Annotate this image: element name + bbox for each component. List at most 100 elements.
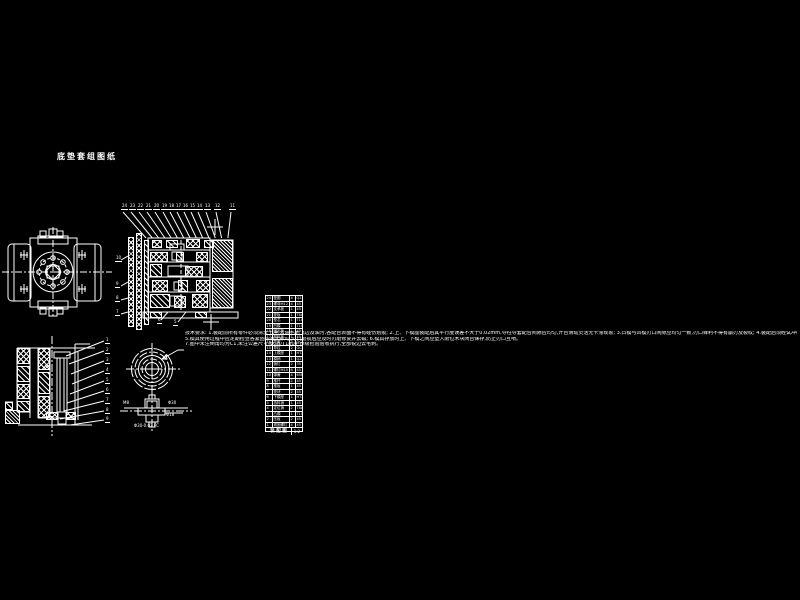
bom-cell: 1: [289, 323, 295, 328]
bom-cell: 2: [266, 417, 269, 421]
part-number-label: 10: [115, 255, 123, 262]
bom-cell: 螺钉M10: [272, 367, 288, 372]
tech-notes-line-1: 技术要求: 1.装配前所有零件必须清洗干净,去除毛刺飞边及油污,各配合表面不得有…: [185, 331, 797, 336]
bom-cell: 13: [266, 356, 271, 361]
balloon-number: 17: [175, 203, 183, 210]
bom-row: 15导柱2GCr15: [266, 344, 302, 350]
bom-cell: 4: [266, 406, 269, 410]
bom-cell: GCr15: [295, 340, 302, 345]
part-number-label: 8: [115, 295, 120, 302]
bom-cell: 45: [295, 334, 301, 339]
bom-cell: 2: [289, 362, 295, 367]
bom-cell: T10A: [295, 411, 302, 416]
bom-row: 4定位销2T8A: [266, 405, 302, 411]
bom-cell: 4: [289, 373, 295, 378]
bom-cell: 24: [266, 296, 271, 300]
bom-cell: 导柱: [272, 345, 289, 350]
tech-notes-line-2: 5.模具使用过程中应定期检查各紧固件有无松动,刃口磨损后应及时刃磨修复并去磁; …: [185, 337, 522, 342]
center-mark-cyan: [147, 364, 157, 374]
bom-cell: Q235: [295, 356, 302, 361]
part-number-label: 8: [105, 407, 110, 414]
drawing-title: 底垫套组图纸: [57, 152, 117, 161]
bom-footer-title: 装 配 图: [270, 429, 287, 434]
bom-cell: 挡料销: [272, 400, 289, 405]
bom-cell: 1: [289, 312, 295, 317]
bom-cell: 12: [266, 362, 271, 366]
bom-cell: 1: [289, 384, 295, 389]
bom-cell: 15: [266, 345, 271, 350]
balloon-number: 22: [137, 203, 145, 210]
bom-cell: 螺母M12: [272, 301, 288, 306]
small-part-view: [120, 391, 192, 432]
bom-cell: 2: [289, 406, 295, 411]
bom-cell: 45: [295, 422, 301, 427]
balloon-number: 12: [214, 203, 222, 210]
bom-cell: 1: [289, 351, 295, 356]
bom-cell: 1: [289, 395, 295, 400]
bom-footer-scale: 1:2: [291, 428, 302, 435]
balloon-number: 19: [161, 203, 169, 210]
bom-row: 19凹模1T10A: [266, 322, 302, 328]
bom-cell: 17: [266, 334, 271, 339]
detail-circle-view: [126, 343, 184, 395]
part-number-label: 6: [157, 317, 162, 324]
bom-cell: 1: [289, 318, 295, 323]
bom-row: 24垫圈4Q235: [266, 296, 302, 301]
dim-label: Φ18: [166, 412, 175, 417]
balloon-number: 21: [145, 203, 153, 210]
bom-cell: 22: [266, 307, 271, 311]
bom-cell: 18: [266, 329, 271, 333]
bom-cell: 固定板: [272, 329, 289, 334]
part-leader-lines: [59, 340, 105, 426]
bom-cell: 2: [289, 345, 295, 350]
bom-cell: 8: [266, 384, 269, 388]
bom-cell: 5: [266, 400, 269, 405]
bom-cell: T8A: [295, 312, 302, 317]
bom-cell: 1: [289, 307, 295, 312]
bom-cell: 45: [295, 378, 301, 383]
bom-cell: 45: [295, 389, 301, 394]
bom-cell: 推板: [272, 384, 289, 389]
bom-cell: 推杆: [272, 378, 289, 383]
bom-cell: 19: [266, 323, 271, 328]
part-number-label: 4: [105, 367, 110, 374]
bom-cell: 下模座: [272, 395, 289, 400]
bom-cell: 压板: [272, 417, 289, 422]
bom-cell: 45: [295, 301, 301, 306]
part-number-label: 3: [105, 357, 110, 364]
part-number-label: 7: [115, 309, 120, 316]
bom-cell: 紧固螺钉: [272, 422, 288, 427]
bom-row: 16导套2GCr15: [266, 339, 302, 345]
bom-cell: T8A: [295, 406, 302, 411]
bom-row: 21垫板1T8A: [266, 311, 302, 317]
part-number-label: 7: [105, 397, 110, 404]
balloon-number: 14: [196, 203, 204, 210]
bom-cell: Q235: [295, 296, 302, 301]
bom-cell: 45: [295, 307, 301, 312]
bom-cell: 支承板: [272, 307, 289, 312]
balloon-number: 24: [121, 203, 129, 210]
bom-table: 24垫圈4Q23523螺母M1244522支承板14521垫板1T8A20型芯1…: [265, 295, 303, 435]
bom-cell: 1: [266, 422, 269, 427]
balloon-number: 23: [129, 203, 137, 210]
bom-cell: 1: [289, 334, 295, 339]
bom-cell: 4: [289, 301, 295, 306]
bom-cell: 垫圈: [272, 296, 289, 301]
bom-cell: 4: [289, 296, 295, 301]
bom-cell: 65Mn: [295, 373, 302, 378]
part-number-label: 5: [173, 319, 178, 326]
part-number-label: 9: [115, 281, 120, 288]
bom-cell: HT200: [295, 351, 302, 356]
bolt-symbols: [20, 250, 86, 294]
bom-cell: 35: [295, 362, 301, 367]
bom-cell: 45: [295, 367, 301, 372]
bom-row: 10弹簧465Mn: [266, 372, 302, 378]
